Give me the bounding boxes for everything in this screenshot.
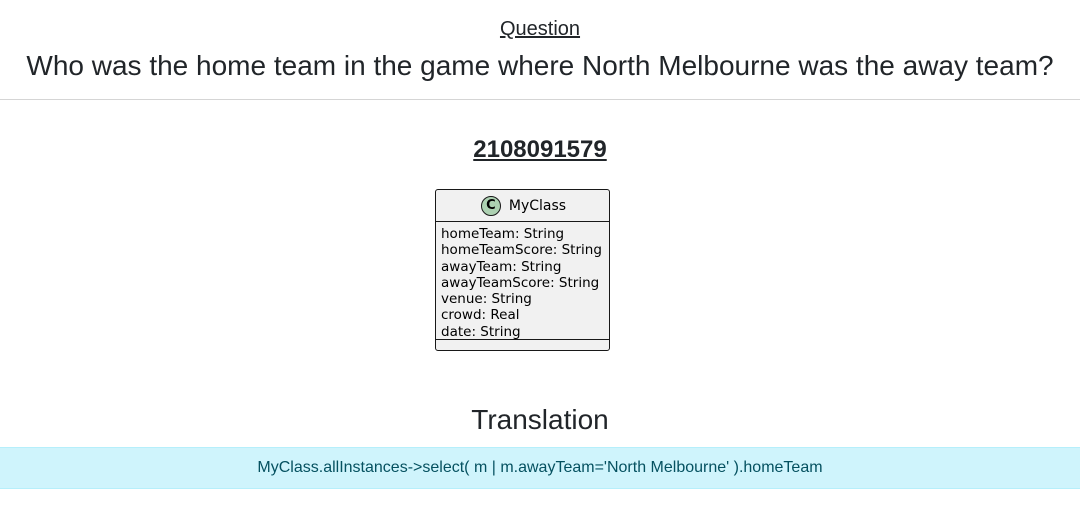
uml-attribute: venue: String [441,291,532,308]
uml-attribute: date: String [441,323,521,340]
translation-code-box: MyClass.allInstances->select( m | m.away… [0,447,1080,489]
uml-attribute: awayTeam: String [441,258,562,275]
uml-attribute: awayTeamScore: String [441,274,600,291]
question-text: Who was the home team in the game where … [26,50,1054,81]
uml-attribute: homeTeam: String [441,226,565,242]
uml-attribute: crowd: Real [441,307,520,324]
class-name: MyClass [508,197,567,214]
question-heading: Question [499,18,581,40]
uml-class-header: C MyClass [436,190,609,222]
uml-class-box: C MyClass homeTeam: String homeTeamScore… [435,189,610,351]
translation-code: MyClass.allInstances->select( m | m.away… [257,459,823,476]
class-c-icon: C [480,195,501,216]
uml-attribute-list: homeTeam: String homeTeamScore: String a… [436,222,609,340]
translation-heading: Translation [471,404,609,435]
uml-attribute: homeTeamScore: String [441,242,602,259]
divider [0,99,1080,100]
diagram-id: 2108091579 [473,136,607,163]
